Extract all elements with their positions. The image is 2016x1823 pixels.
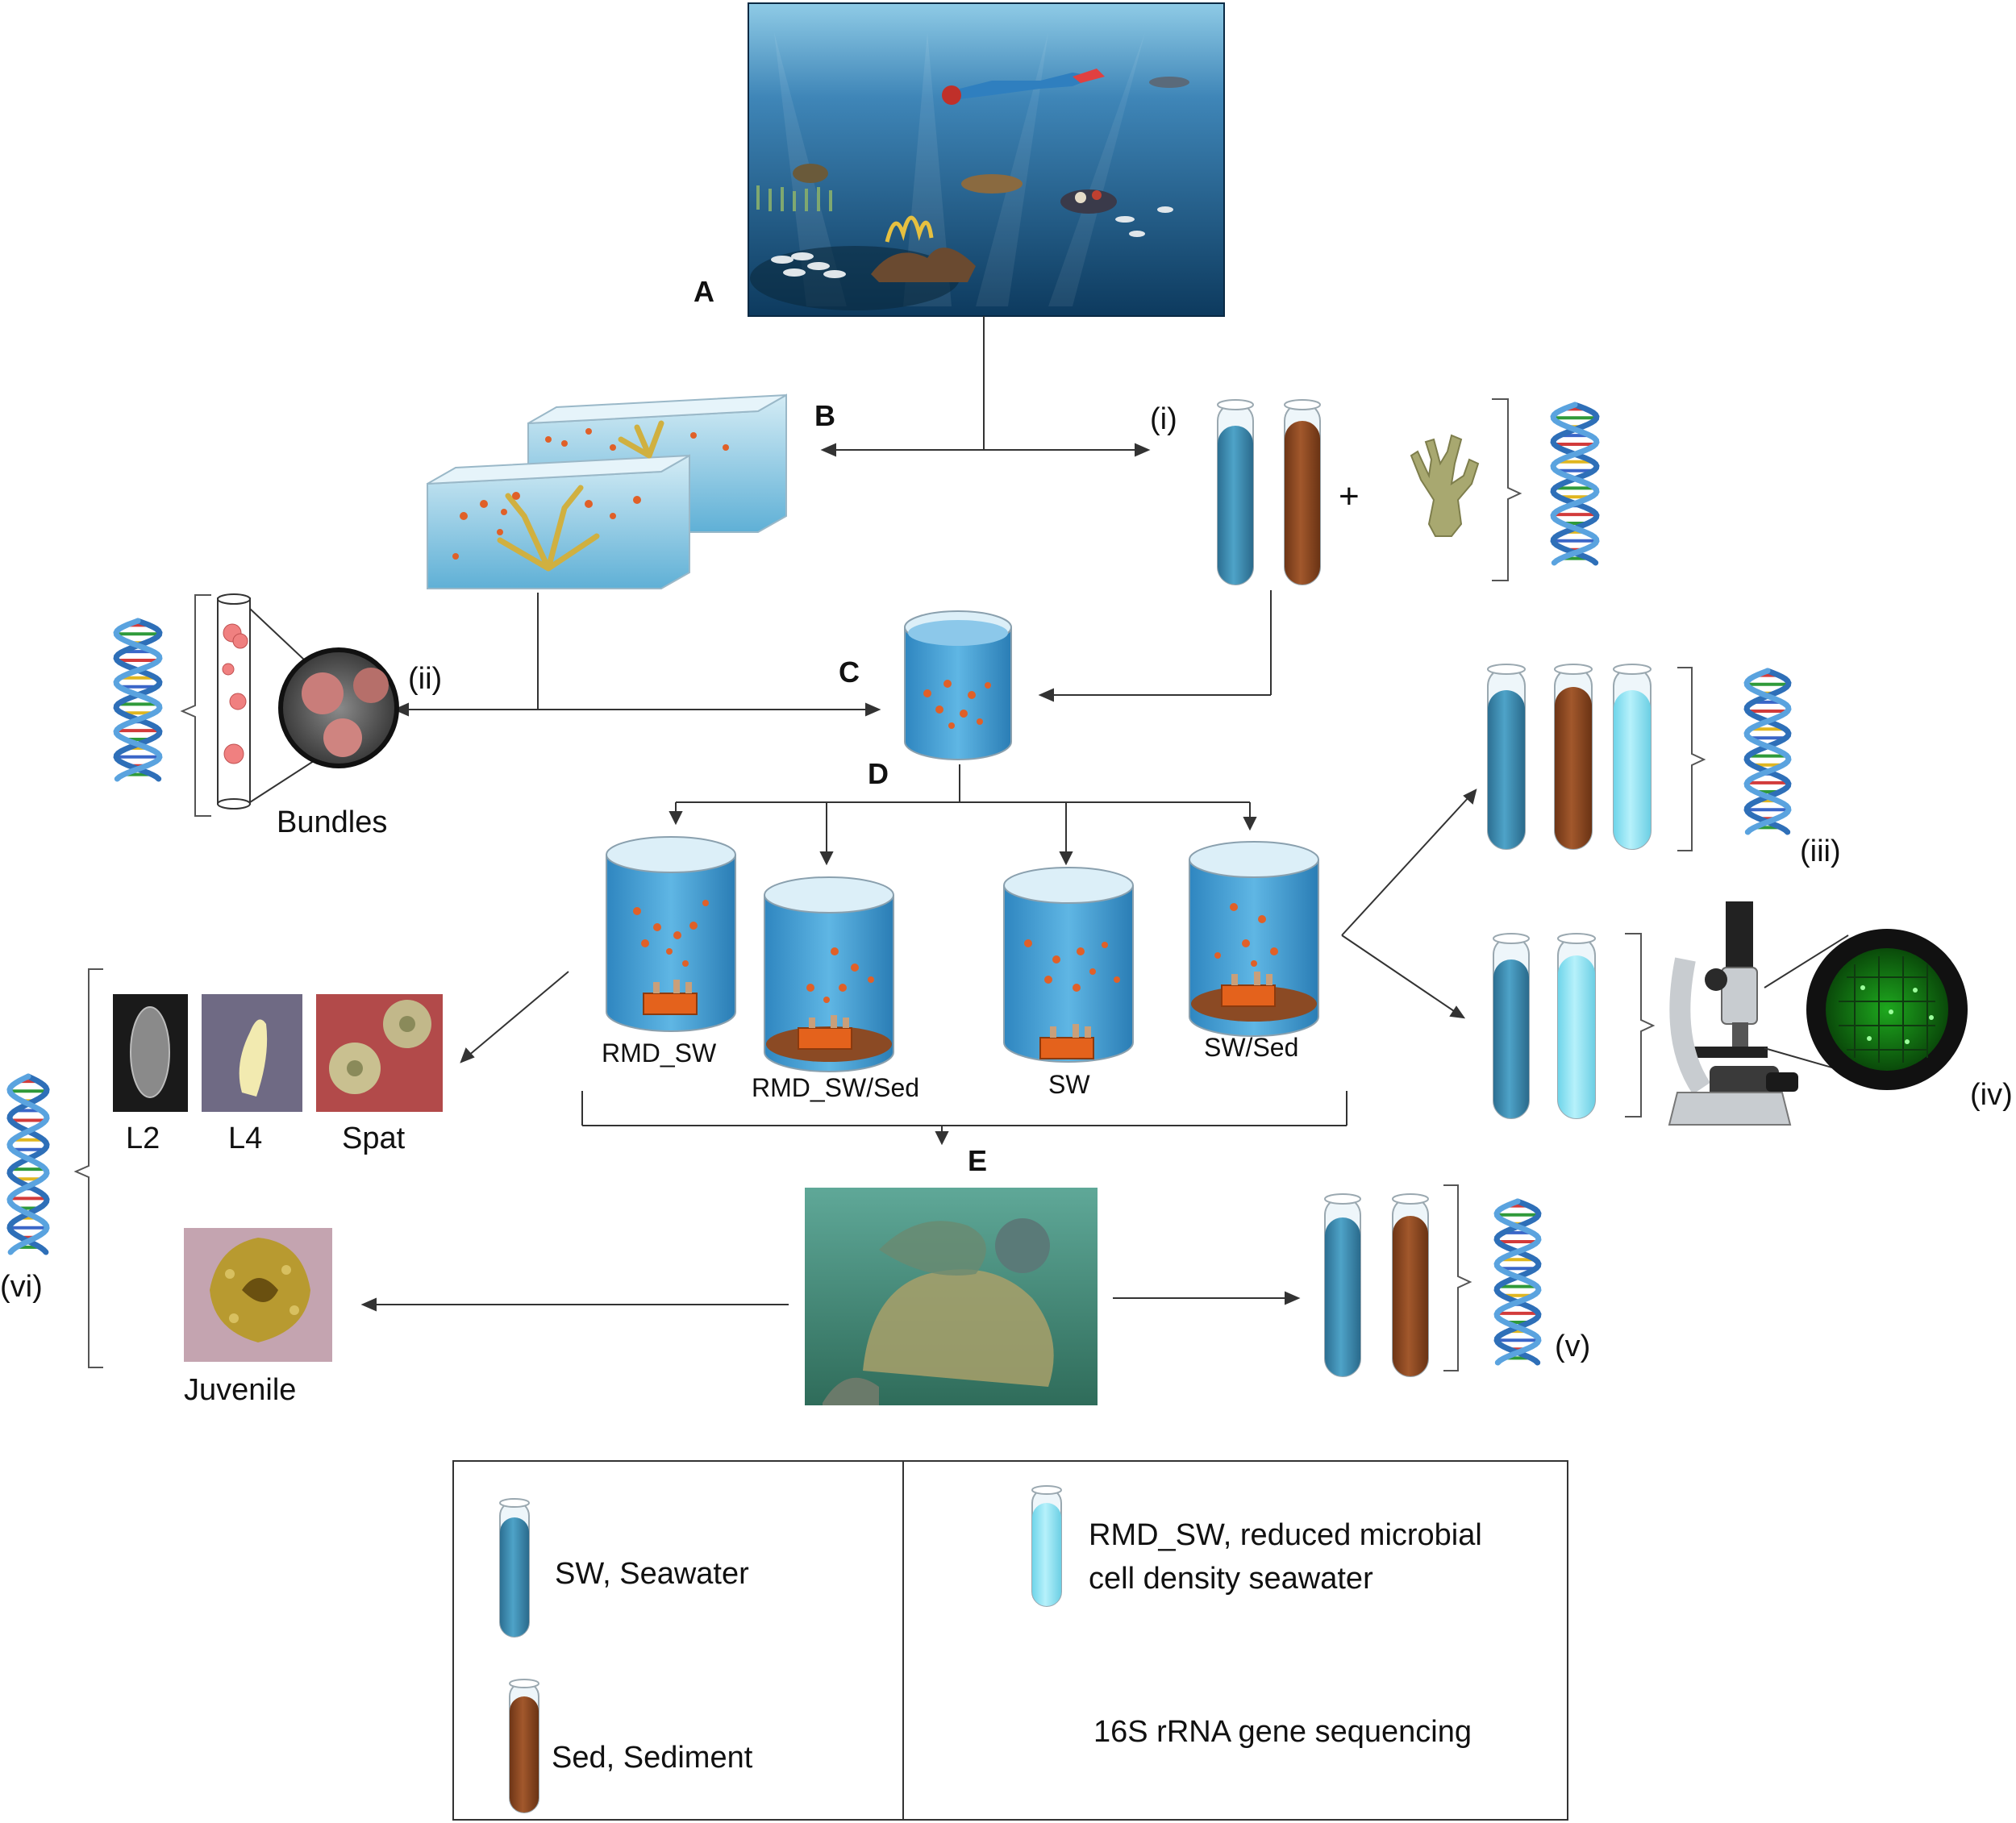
tubes-iii bbox=[1487, 664, 1652, 850]
legend-seq-label: 16S rRNA gene sequencing bbox=[1093, 1715, 1472, 1749]
label-i: (i) bbox=[1150, 402, 1177, 436]
label-vi: (vi) bbox=[0, 1270, 43, 1304]
label-iii: (iii) bbox=[1800, 835, 1841, 868]
label-juvenile: Juvenile bbox=[184, 1373, 296, 1407]
reef-photo bbox=[805, 1188, 1098, 1405]
ocean-scene-image bbox=[748, 2, 1225, 317]
panel-label-d: D bbox=[868, 757, 889, 790]
legend-box bbox=[452, 1460, 1568, 1821]
larva-l4-image bbox=[202, 994, 302, 1112]
dna-helix-v bbox=[1493, 1198, 1542, 1366]
bundle-zoom-lens bbox=[249, 608, 399, 803]
larva-l2-image bbox=[113, 994, 188, 1112]
label-bundles: Bundles bbox=[277, 805, 387, 839]
label-ii: (ii) bbox=[408, 662, 442, 696]
bracket-v bbox=[1443, 1184, 1472, 1371]
tank-sw-sed bbox=[1189, 841, 1319, 1037]
plus-sign: + bbox=[1339, 477, 1360, 516]
label-v: (v) bbox=[1555, 1330, 1590, 1363]
tank-rmd-sw-sed bbox=[764, 876, 894, 1072]
label-spat: Spat bbox=[342, 1122, 406, 1155]
dna-helix-vi bbox=[6, 1073, 50, 1255]
microscope-view-icon bbox=[1764, 929, 1968, 1090]
legend-rmd-label-line1: RMD_SW, reduced microbial bbox=[1089, 1518, 1482, 1552]
dna-helix-iii bbox=[1743, 668, 1792, 835]
bundle-tube bbox=[217, 593, 251, 810]
bracket-i bbox=[1492, 398, 1522, 581]
label-iv: (iv) bbox=[1970, 1078, 2013, 1112]
sediment-tube bbox=[1284, 399, 1321, 585]
label-sw-sed: SW/Sed bbox=[1204, 1033, 1298, 1062]
connector-lines bbox=[360, 316, 1477, 1312]
panel-label-a: A bbox=[694, 275, 714, 308]
legend-sed-tube bbox=[509, 1679, 539, 1813]
dna-helix-i bbox=[1550, 402, 1600, 566]
bracket-iv bbox=[1625, 933, 1656, 1118]
legend-sw-label: SW, Seawater bbox=[555, 1557, 749, 1591]
spat-image bbox=[316, 994, 443, 1112]
central-larval-tank bbox=[904, 610, 1012, 760]
tank-sw bbox=[1003, 867, 1134, 1063]
label-rmd-sw-sed: RMD_SW/Sed bbox=[752, 1073, 919, 1102]
panel-label-c: C bbox=[839, 656, 860, 689]
bracket-ii bbox=[180, 594, 211, 817]
legend-sw-tube bbox=[499, 1498, 530, 1638]
panel-label-b: B bbox=[814, 399, 835, 432]
label-l2: L2 bbox=[126, 1122, 160, 1155]
tubes-iv bbox=[1493, 933, 1596, 1119]
aquarium-tanks bbox=[427, 393, 787, 589]
seawater-tube bbox=[1217, 399, 1254, 585]
panel-label-e: E bbox=[968, 1144, 987, 1177]
bracket-vi bbox=[73, 968, 103, 1368]
legend-rmd-tube bbox=[1031, 1485, 1062, 1607]
label-sw: SW bbox=[1048, 1070, 1090, 1099]
dna-helix-ii bbox=[113, 618, 163, 782]
coral-fragment-icon bbox=[1410, 434, 1480, 537]
legend-sed-label: Sed, Sediment bbox=[552, 1741, 753, 1775]
microscope-icon bbox=[1668, 901, 1798, 1126]
tubes-v bbox=[1324, 1193, 1429, 1377]
label-rmd-sw: RMD_SW bbox=[602, 1038, 717, 1068]
label-l4: L4 bbox=[228, 1122, 262, 1155]
tank-rmd-sw bbox=[606, 836, 736, 1032]
legend-rmd-label-line2: cell density seawater bbox=[1089, 1562, 1373, 1596]
juvenile-image bbox=[184, 1228, 332, 1362]
bracket-iii bbox=[1677, 667, 1706, 851]
